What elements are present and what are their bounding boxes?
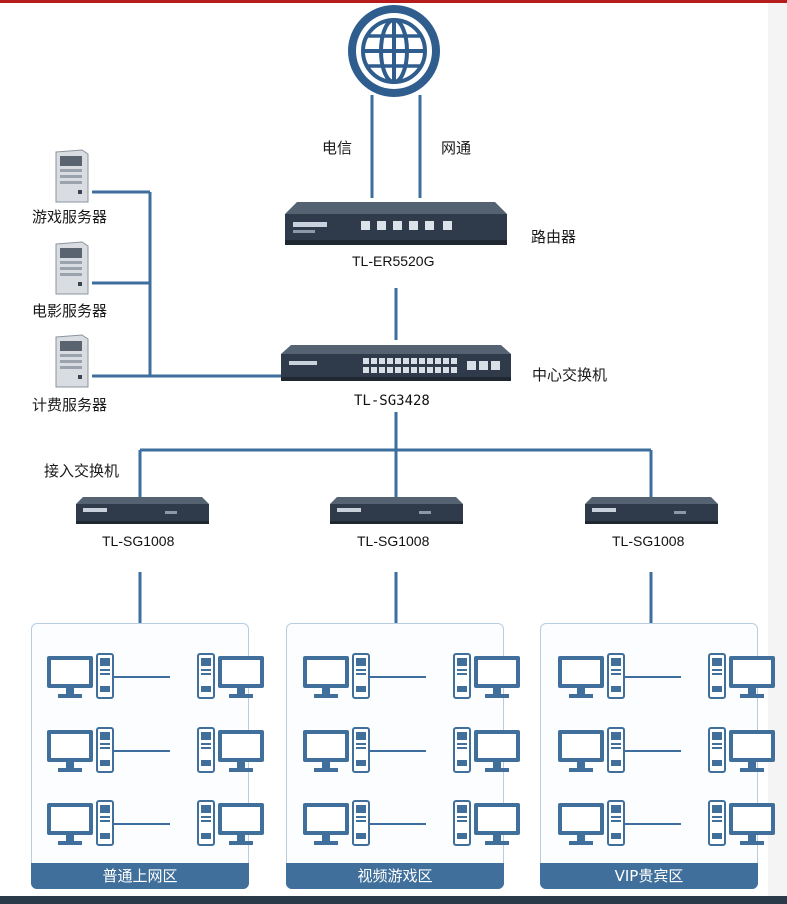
internet-globe: [342, 3, 446, 99]
router-device: [283, 200, 509, 248]
server-tower-game: [52, 148, 90, 204]
workstation-link: [113, 676, 140, 678]
server-label-game: 游戏服务器: [32, 208, 108, 226]
workstation-pc-icon: [301, 652, 397, 704]
workstation-link: [113, 823, 140, 825]
workstation-link: [113, 750, 140, 752]
workstation-link: [624, 750, 651, 752]
access-switch-2-model: TL-SG1008: [357, 533, 430, 549]
workstation-link: [369, 750, 396, 752]
workstation-pc-icon: [681, 799, 777, 851]
workstation-pc-icon: [170, 799, 266, 851]
server-tower-billing: [52, 333, 90, 389]
workstation-pc-icon: [45, 726, 141, 778]
workstation-link: [369, 676, 396, 678]
access-switch-label: 接入交换机: [44, 462, 120, 480]
core-switch-device: [279, 344, 513, 384]
workstation-link: [651, 676, 681, 678]
workstation-pc-icon: [426, 652, 522, 704]
router-role-label: 路由器: [531, 228, 577, 246]
workstation-pc-icon: [170, 726, 266, 778]
workstation-link: [396, 750, 426, 752]
workstation-link: [624, 676, 651, 678]
workstation-pc-icon: [301, 799, 397, 851]
workstation-pc-icon: [170, 652, 266, 704]
workstation-link: [396, 676, 426, 678]
core-switch-model: TL-SG3428: [354, 393, 430, 409]
workstation-pc-icon: [426, 726, 522, 778]
access-switch-3-model: TL-SG1008: [612, 533, 685, 549]
access-switch-1-model: TL-SG1008: [102, 533, 175, 549]
access-switch-3: [584, 496, 719, 526]
isp-label-netcom: 网通: [441, 139, 472, 157]
access-switch-2: [329, 496, 464, 526]
zone-vip-title: VIP贵宾区: [540, 863, 758, 889]
access-switch-1: [75, 496, 210, 526]
workstation-pc-icon: [556, 726, 652, 778]
router-model: TL-ER5520G: [352, 253, 435, 269]
workstation-pc-icon: [681, 652, 777, 704]
workstation-link: [140, 750, 170, 752]
workstation-pc-icon: [45, 652, 141, 704]
workstation-pc-icon: [301, 726, 397, 778]
workstation-pc-icon: [556, 799, 652, 851]
isp-label-telecom: 电信: [322, 139, 353, 157]
workstation-link: [369, 823, 396, 825]
workstation-pc-icon: [45, 799, 141, 851]
workstation-link: [396, 823, 426, 825]
workstation-pc-icon: [426, 799, 522, 851]
workstation-link: [651, 750, 681, 752]
workstation-link: [140, 676, 170, 678]
workstation-link: [651, 823, 681, 825]
top-accent-bar: [0, 0, 787, 3]
zone-general-title: 普通上网区: [31, 863, 249, 889]
core-switch-role-label: 中心交换机: [532, 366, 608, 384]
server-tower-movie: [52, 240, 90, 296]
workstation-link: [624, 823, 651, 825]
globe-icon: [348, 5, 440, 97]
bottom-bar: [0, 896, 787, 904]
server-label-billing: 计费服务器: [32, 396, 108, 414]
workstation-link: [140, 823, 170, 825]
workstation-pc-icon: [681, 726, 777, 778]
workstation-pc-icon: [556, 652, 652, 704]
server-label-movie: 电影服务器: [32, 302, 108, 320]
zone-video-game-title: 视频游戏区: [286, 863, 504, 889]
